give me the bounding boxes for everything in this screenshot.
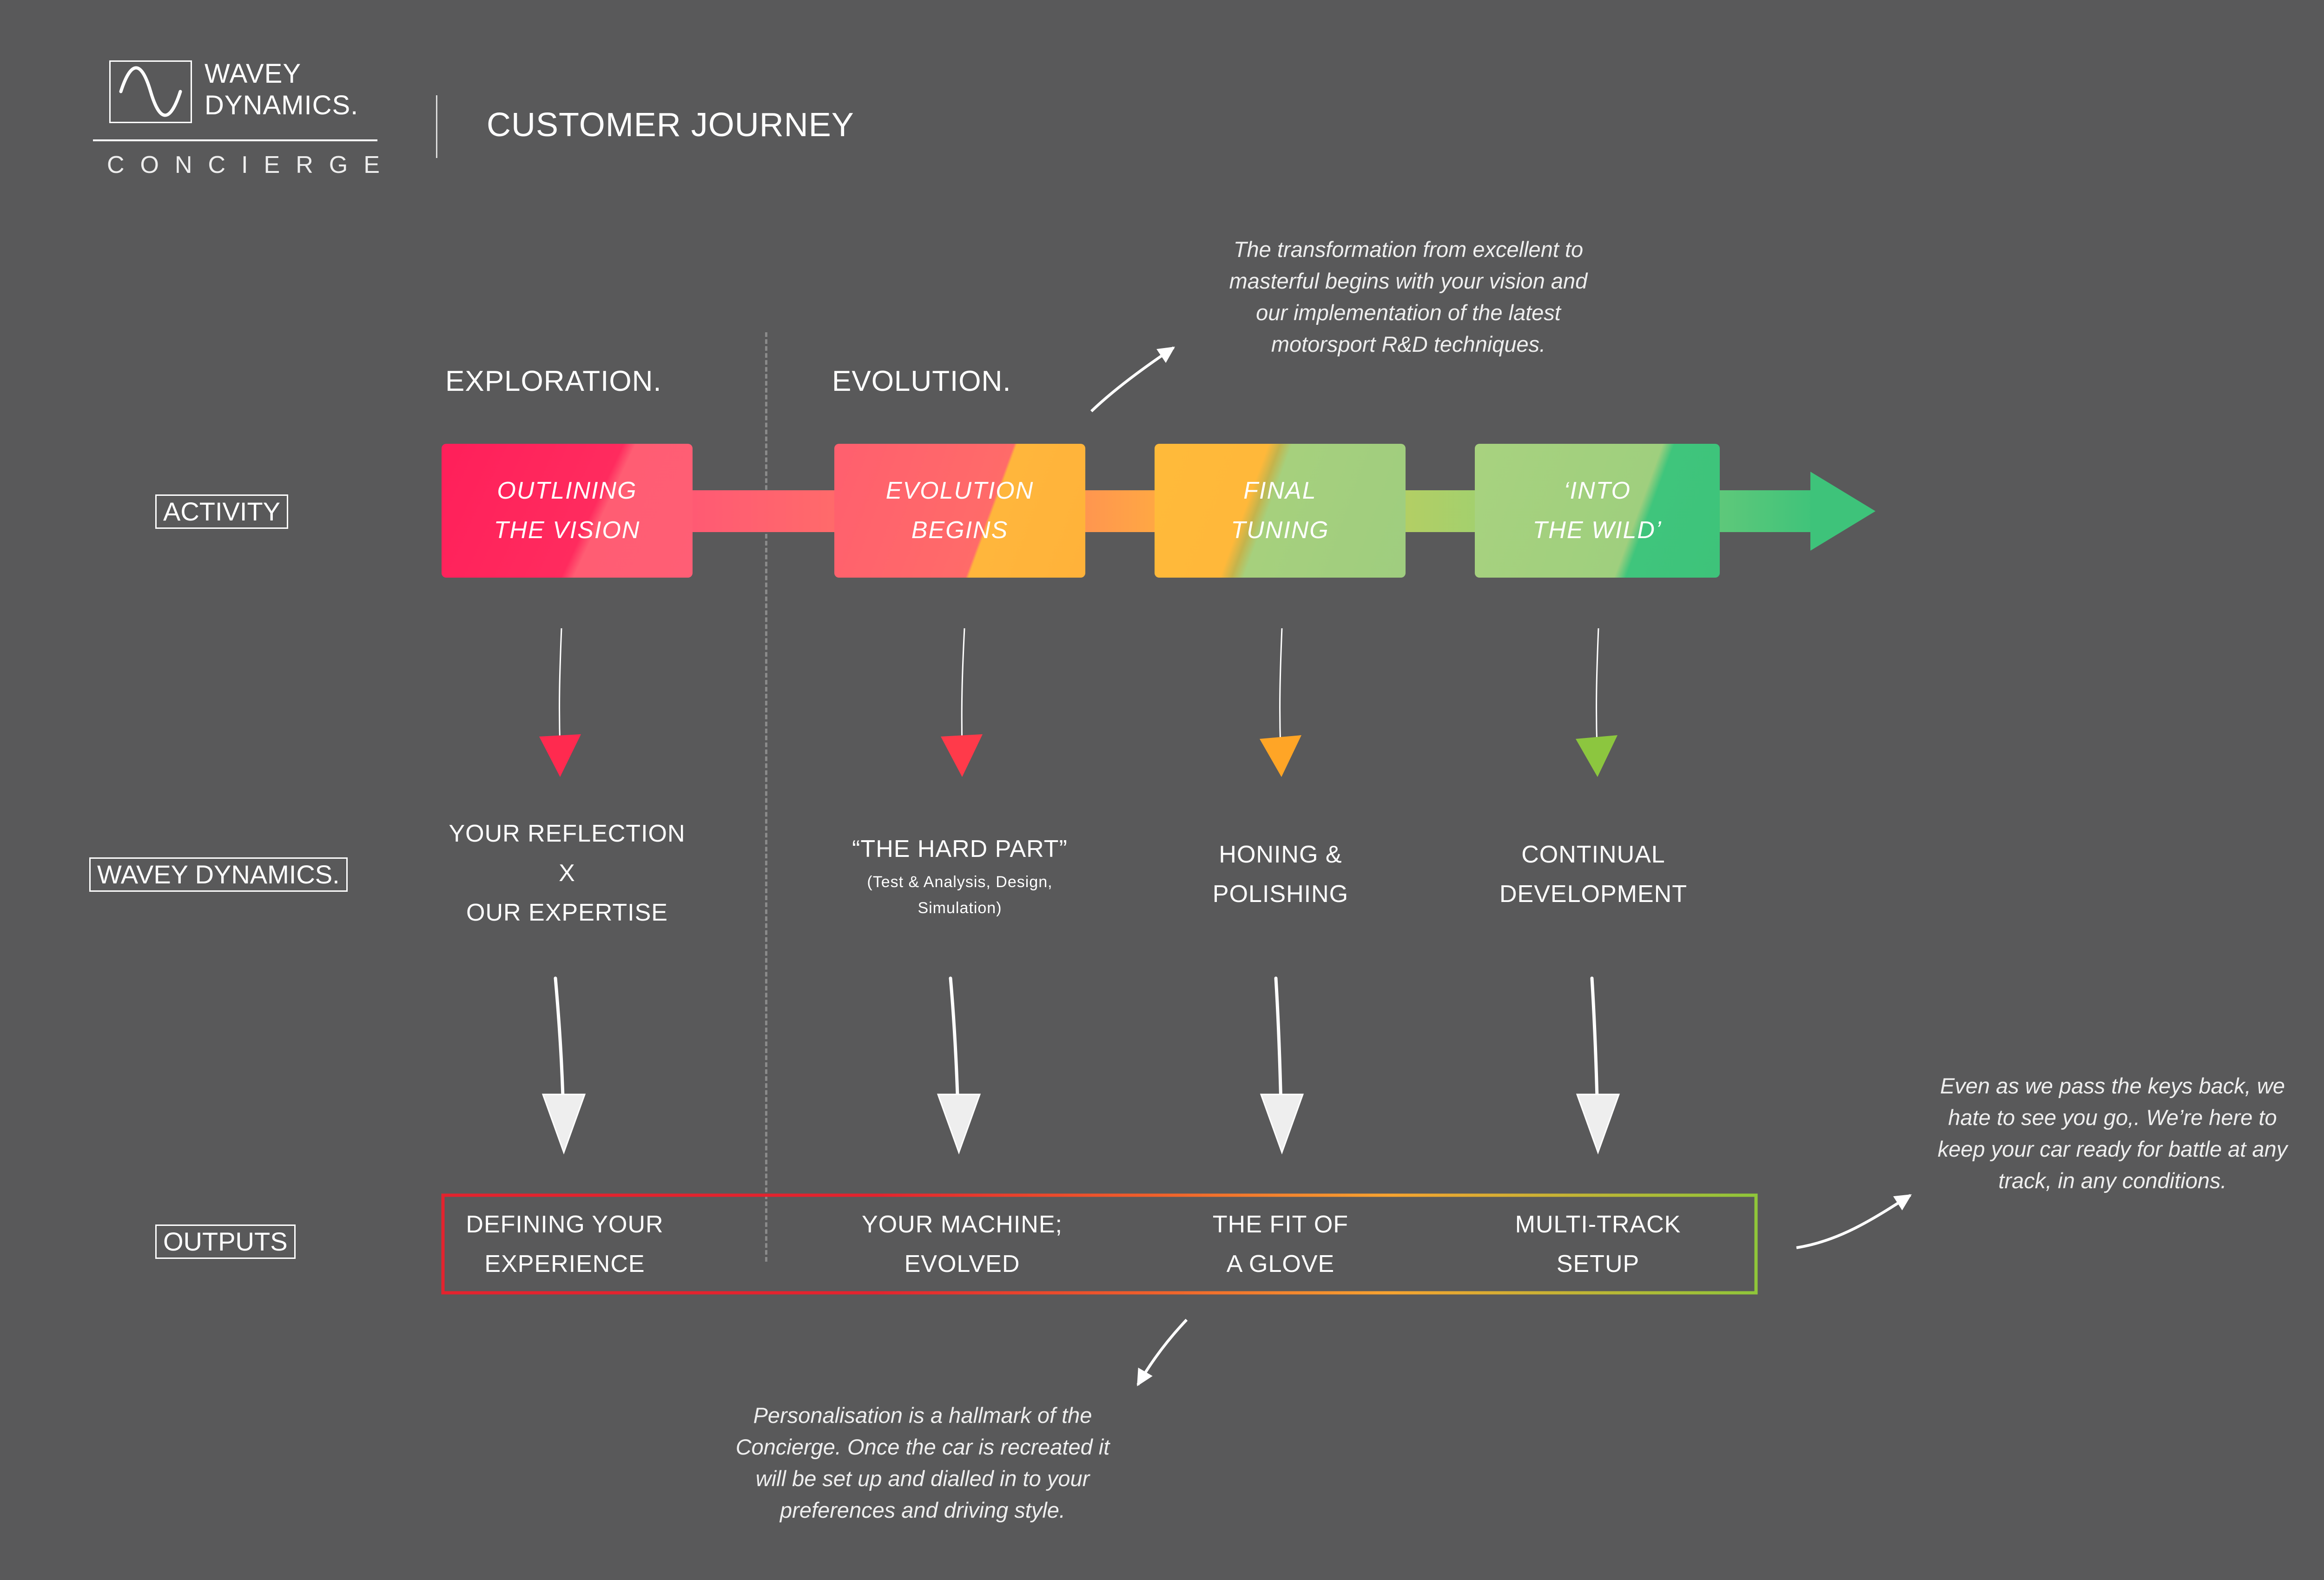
- brand-name: WAVEY DYNAMICS.: [205, 58, 358, 121]
- activity-label: FINAL: [1243, 477, 1317, 504]
- logo-box: [109, 60, 192, 123]
- activity-connectors: [559, 628, 1599, 749]
- row-label-outputs: OUTPUTS: [155, 1224, 296, 1259]
- note-right: Even as we pass the keys back, we hate t…: [1937, 1073, 2288, 1193]
- brand-name-line2: DYNAMICS.: [205, 90, 359, 120]
- activity-label: OUTLINING: [497, 477, 637, 504]
- output-multi-track-setup: MULTI-TRACK SETUP: [1515, 1211, 1681, 1277]
- arrowhead: [1576, 1093, 1620, 1155]
- callout-arrow-bottom: [1136, 1318, 1188, 1387]
- arrowhead: [1260, 1093, 1304, 1155]
- arrowhead: [541, 1093, 586, 1155]
- connector-line-3: [1279, 628, 1283, 749]
- phase-divider: [765, 332, 767, 1262]
- sine-wave-icon: [119, 66, 182, 117]
- row-label-activity: ACTIVITY: [155, 494, 289, 529]
- activity-label: EVOLUTION: [885, 477, 1034, 504]
- wavey-step-4: CONTINUAL DEVELOPMENT: [1499, 841, 1687, 908]
- triangle-marker-orange: [1260, 735, 1301, 777]
- header-separator: [436, 95, 437, 158]
- activity-label: BEGINS: [911, 517, 1009, 544]
- callout-arrow-top: [1090, 346, 1175, 413]
- activity-outlining-the-vision: OUTLINING THE VISION: [442, 444, 693, 578]
- output-defining-your-experience: DEFINING YOUR EXPERIENCE: [466, 1211, 664, 1277]
- phase-exploration: EXPLORATION.: [445, 365, 662, 397]
- note-top: The transformation from excellent to mas…: [1229, 237, 1588, 356]
- activity-final-tuning: FINAL TUNING: [1155, 444, 1406, 578]
- step-markers: [539, 734, 1618, 777]
- activity-label: TUNING: [1231, 517, 1329, 544]
- arrowhead: [937, 1093, 981, 1155]
- activity-label: ‘INTO: [1564, 477, 1631, 504]
- output-the-fit-of-a-glove: THE FIT OF A GLOVE: [1212, 1211, 1349, 1277]
- activity-into-the-wild: ‘INTO THE WILD’: [1475, 444, 1720, 578]
- phase-evolution: EVOLUTION.: [832, 365, 1011, 397]
- connector-line-2: [961, 628, 965, 749]
- page-title: CUSTOMER JOURNEY: [487, 106, 854, 144]
- wavey-step-3: HONING & POLISHING: [1212, 841, 1349, 908]
- activity-label: THE VISION: [494, 517, 640, 544]
- wavey-step-1: YOUR REFLECTION X OUR EXPERTISE: [449, 820, 686, 926]
- connector-line-1: [559, 628, 562, 749]
- brand-name-line1: WAVEY: [205, 59, 302, 89]
- outputs-frame: [441, 1193, 1758, 1295]
- row-label-wavey: WAVEY DYNAMICS.: [89, 857, 348, 892]
- brand-divider: [93, 139, 377, 141]
- connector-line-4: [1596, 628, 1599, 749]
- note-bottom: Personalisation is a hallmark of the Con…: [735, 1403, 1110, 1522]
- brand-subtitle: CONCIERGE: [107, 151, 396, 178]
- output-your-machine-evolved: YOUR MACHINE; EVOLVED: [862, 1211, 1063, 1277]
- triangle-marker-green: [1576, 735, 1618, 777]
- activity-label: THE WILD’: [1532, 517, 1662, 544]
- output-arrowheads: [541, 1093, 1620, 1155]
- wavey-step-2: “THE HARD PART” (Test & Analysis, Design…: [852, 836, 1068, 917]
- callout-arrow-right: [1796, 1194, 1912, 1249]
- triangle-marker-red: [539, 734, 581, 777]
- output-arrows: [554, 976, 1600, 1145]
- activity-evolution-begins: EVOLUTION BEGINS: [834, 444, 1085, 578]
- triangle-marker-red: [941, 734, 983, 777]
